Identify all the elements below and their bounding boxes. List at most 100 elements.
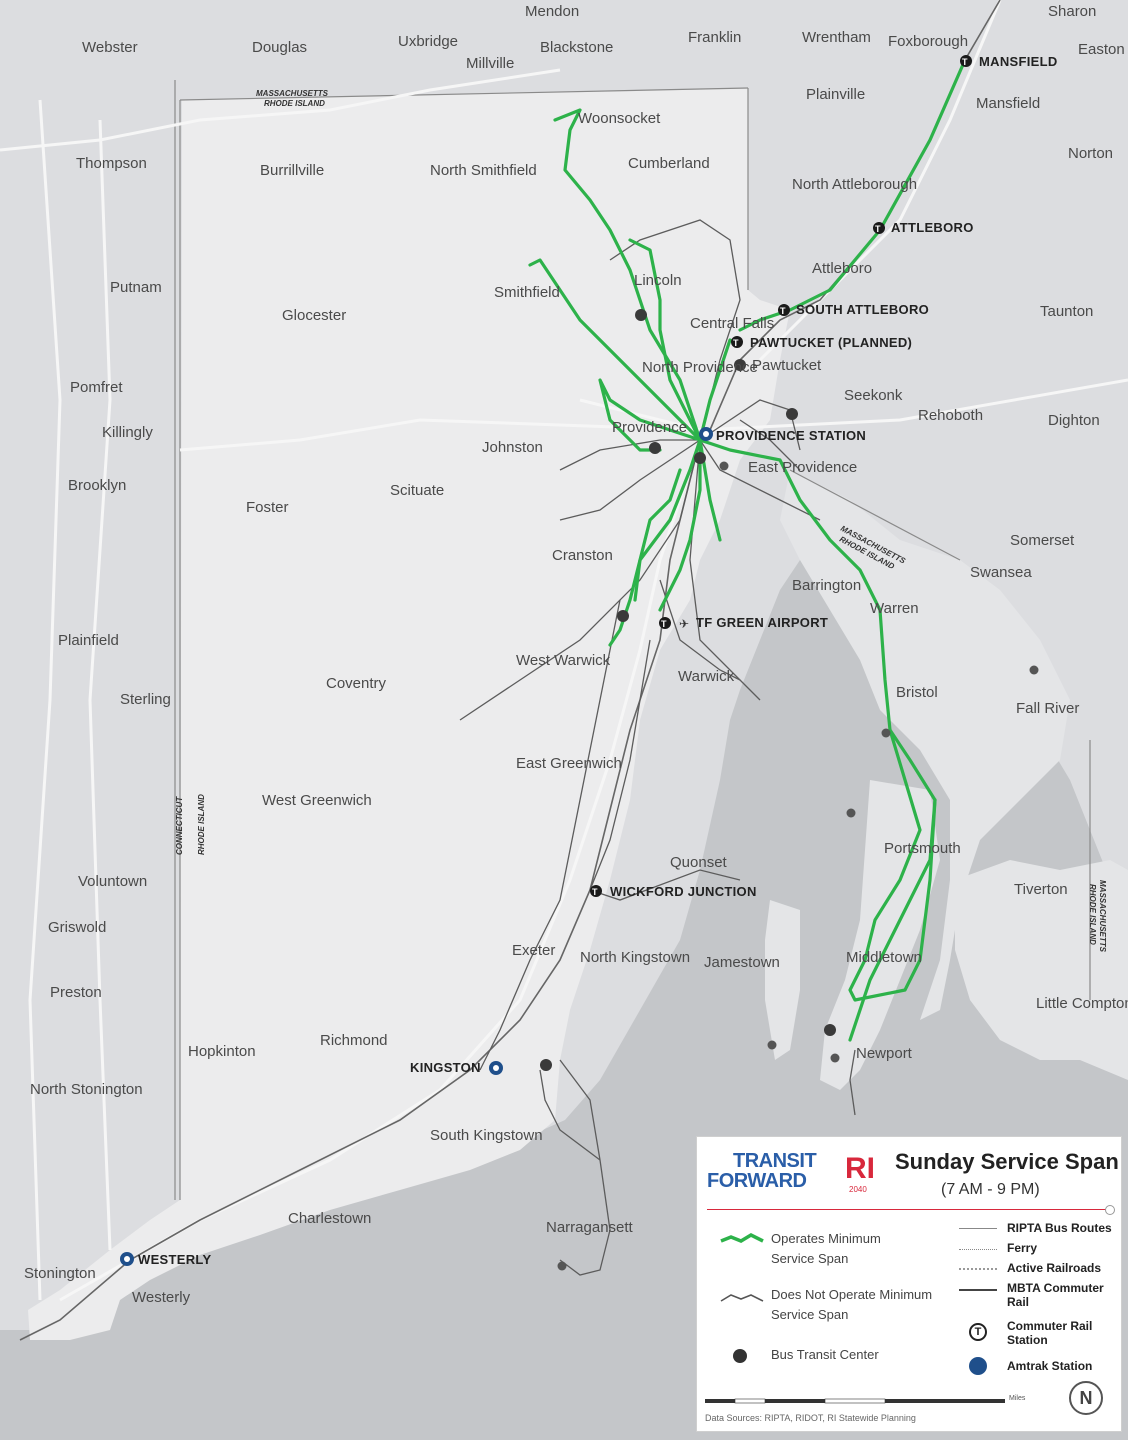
legend-label-amtrak: Amtrak Station: [1007, 1359, 1093, 1373]
town-label: Putnam: [110, 279, 162, 296]
town-label: Providence: [612, 419, 687, 436]
svg-text:ATTLEBORO: ATTLEBORO: [891, 220, 974, 235]
town-label: Norton: [1068, 145, 1113, 162]
town-label: Quonset: [670, 854, 728, 871]
town-label: Attleboro: [812, 260, 872, 277]
logo-year: 2040: [849, 1185, 867, 1194]
state-label-ma-ri-southeast: MASSACHUSETTS RHODE ISLAND: [1088, 880, 1107, 953]
state-borders: [174, 80, 1091, 1200]
town-label: Little Compton: [1036, 995, 1128, 1012]
station-kingston: KINGSTON: [410, 1060, 503, 1075]
town-label: Preston: [50, 984, 102, 1001]
town-label: Plainville: [806, 86, 865, 103]
town-label: Sterling: [120, 691, 171, 708]
town-label: Wrentham: [802, 29, 871, 46]
town-label: Millville: [466, 55, 514, 72]
svg-text:RHODE ISLAND: RHODE ISLAND: [1088, 884, 1097, 945]
bus-icon: [649, 442, 661, 454]
town-label: Mansfield: [976, 95, 1040, 112]
town-label: North Providence: [642, 359, 758, 376]
station-tf-green: T ✈ TF GREEN AIRPORT: [659, 615, 828, 631]
bus-icon: [694, 452, 706, 464]
legend-label-gray: Does Not Operate Minimum Service Span: [771, 1287, 933, 1322]
town-label: Seekonk: [844, 387, 903, 404]
town-label: North Kingstown: [580, 949, 690, 966]
parking-pins: [557, 461, 1039, 1271]
town-label: South Kingstown: [430, 1127, 543, 1144]
town-label: Barrington: [792, 577, 861, 594]
thin-line-symbol: [959, 1228, 997, 1229]
south-coast-land: [955, 860, 1128, 1080]
pin-icon: [881, 728, 891, 738]
pin-icon: [846, 808, 856, 818]
town-label: Plainfield: [58, 632, 119, 649]
town-label: Middletown: [846, 949, 922, 966]
legend-label-railroads: Active Railroads: [1007, 1261, 1102, 1275]
svg-text:MASSACHUSETTS: MASSACHUSETTS: [1098, 880, 1107, 953]
pin-icon: [830, 1053, 840, 1063]
town-label: West Greenwich: [262, 792, 372, 809]
scale-bar: [705, 1398, 1005, 1404]
town-label: Fall River: [1016, 700, 1079, 717]
town-label: Mendon: [525, 3, 579, 20]
legend-title: Sunday Service Span: [895, 1149, 1119, 1174]
pin-icon: [719, 461, 729, 471]
town-label: Burrillville: [260, 162, 324, 179]
station-westerly: WESTERLY: [120, 1252, 211, 1267]
town-label: Smithfield: [494, 284, 560, 301]
svg-text:T: T: [733, 338, 739, 348]
svg-text:RHODE ISLAND: RHODE ISLAND: [197, 794, 206, 855]
town-labels: Mendon Sharon Webster Douglas Uxbridge M…: [24, 3, 1128, 1306]
svg-text:KINGSTON: KINGSTON: [410, 1060, 481, 1075]
divider-end-dot: [1105, 1205, 1115, 1215]
town-label: Johnston: [482, 439, 543, 456]
green-bus-routes: [528, 58, 967, 1042]
town-label: Pawtucket: [752, 357, 822, 374]
legend-label-commuter: Commuter Rail Station: [1007, 1319, 1093, 1347]
north-label: N: [1079, 1388, 1093, 1408]
logo-ri-mark: RI: [845, 1152, 875, 1185]
legend-subtitle: (7 AM - 9 PM): [941, 1181, 1040, 1198]
legend-panel: TRANSIT FORWARD RI 2040 Sunday Service S…: [696, 1136, 1122, 1432]
town-label: Central Falls: [690, 315, 774, 332]
town-label: Coventry: [326, 675, 387, 692]
svg-text:TF GREEN AIRPORT: TF GREEN AIRPORT: [696, 615, 828, 630]
town-label: Charlestown: [288, 1210, 371, 1227]
bus-icon: [635, 309, 647, 321]
town-label: Richmond: [320, 1032, 388, 1049]
east-bay-land: [780, 470, 1070, 1020]
bus-icon: [786, 408, 798, 420]
amtrak-icon: [969, 1357, 987, 1375]
svg-text:T: T: [592, 887, 598, 897]
svg-text:T: T: [780, 306, 786, 316]
svg-text:MASSACHUSETTS: MASSACHUSETTS: [256, 89, 329, 98]
town-label: Westerly: [132, 1289, 191, 1306]
legend-label-bus: Bus Transit Center: [771, 1347, 879, 1362]
town-label: Glocester: [282, 307, 346, 324]
svg-text:T: T: [875, 224, 881, 234]
town-label: North Attleborough: [792, 176, 917, 193]
town-label: Foxborough: [888, 33, 968, 50]
station-south-attleboro: T SOUTH ATTLEBORO: [778, 302, 929, 317]
town-label: Portsmouth: [884, 840, 961, 857]
data-source: Data Sources: RIPTA, RIDOT, RI Statewide…: [705, 1413, 916, 1423]
town-label: Griswold: [48, 919, 106, 936]
svg-text:MANSFIELD: MANSFIELD: [979, 54, 1058, 69]
bus-icon: [540, 1059, 552, 1071]
town-label: Brooklyn: [68, 477, 126, 494]
town-label: Somerset: [1010, 532, 1075, 549]
town-label: Hopkinton: [188, 1043, 256, 1060]
town-label: Stonington: [24, 1265, 96, 1282]
bus-icon: [617, 610, 629, 622]
svg-text:T: T: [661, 619, 667, 629]
town-label: Swansea: [970, 564, 1032, 581]
bus-icon: [824, 1024, 836, 1036]
town-label: Woonsocket: [578, 110, 661, 127]
pin-icon: [1029, 665, 1039, 675]
town-label: Franklin: [688, 29, 741, 46]
town-label: Scituate: [390, 482, 444, 499]
town-label: Warren: [870, 600, 919, 617]
rail-line-symbol: [959, 1289, 997, 1291]
town-label: East Greenwich: [516, 755, 622, 772]
town-label: Bristol: [896, 684, 938, 701]
